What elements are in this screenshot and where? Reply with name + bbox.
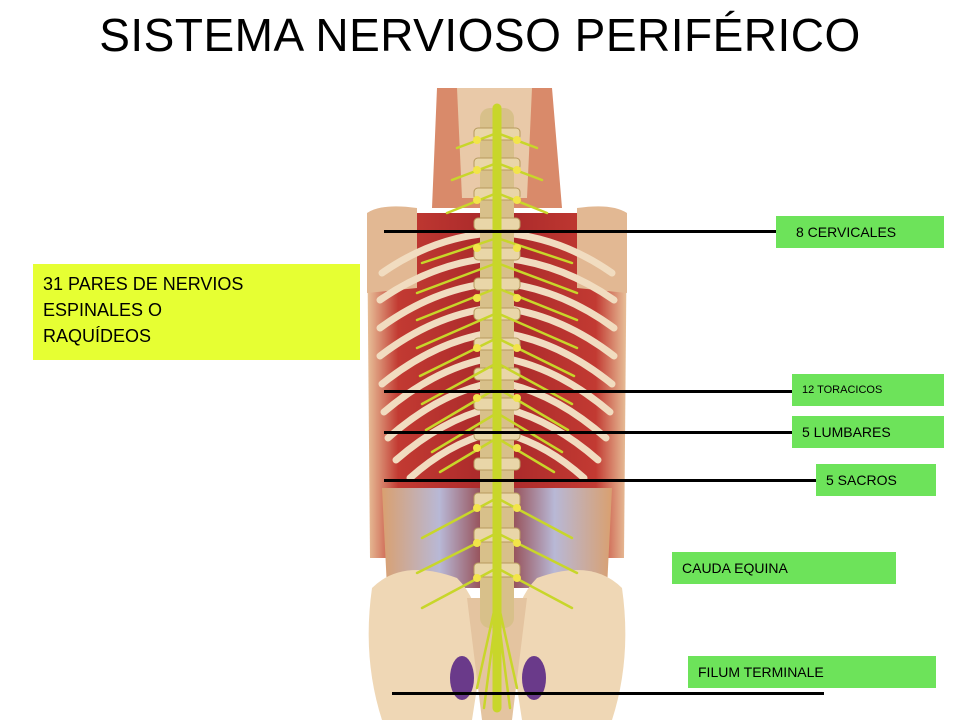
leader-sacros bbox=[384, 479, 816, 482]
nerve-count-callout: 31 PARES DE NERVIOS ESPINALES O RAQUÍDEO… bbox=[33, 264, 360, 360]
label-sacros: 5 SACROS bbox=[816, 464, 936, 496]
label-cervicales: 8 CERVICALES bbox=[776, 216, 944, 248]
label-toracicos: 12 TORACICOS bbox=[792, 374, 944, 406]
leader-cervicales bbox=[384, 230, 778, 233]
spinal-cord-illustration bbox=[367, 88, 627, 720]
label-cauda-equina: CAUDA EQUINA bbox=[672, 552, 896, 584]
leader-filum bbox=[392, 692, 824, 695]
callout-line-2: ESPINALES O bbox=[43, 300, 163, 320]
page-title: SISTEMA NERVIOSO PERIFÉRICO bbox=[99, 9, 861, 61]
label-filum-terminale: FILUM TERMINALE bbox=[688, 656, 936, 688]
label-lumbares: 5 LUMBARES bbox=[792, 416, 944, 448]
leader-lumbares bbox=[384, 431, 794, 434]
leader-toracicos bbox=[384, 390, 794, 393]
callout-line-3: RAQUÍDEOS bbox=[43, 326, 152, 346]
callout-line-1: 31 PARES DE NERVIOS bbox=[43, 274, 244, 294]
